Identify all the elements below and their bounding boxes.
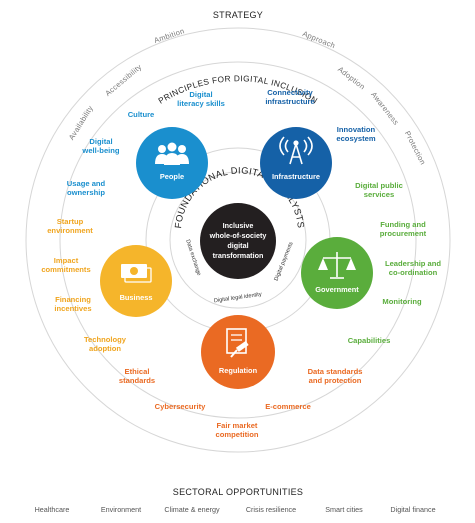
label-leadership-1: Leadership and bbox=[385, 259, 441, 268]
label-funding-1: Funding and bbox=[380, 220, 426, 229]
people-group-icon bbox=[155, 142, 189, 165]
label-connectivity-2: infrastructure bbox=[265, 97, 314, 106]
label-innovation-1: Innovation bbox=[337, 125, 376, 134]
label-connectivity-1: Connectivity bbox=[267, 88, 313, 97]
center-line-1: Inclusive bbox=[223, 221, 254, 230]
principle-ambition: Ambition bbox=[153, 26, 186, 45]
hub-label-business: Business bbox=[120, 293, 153, 302]
label-digital-literacy-1: Digital bbox=[189, 90, 212, 99]
center-circle bbox=[200, 203, 276, 279]
hub-regulation[interactable]: Regulation bbox=[201, 315, 275, 389]
hub-label-infrastructure: Infrastructure bbox=[272, 172, 320, 181]
label-data-standards-2: and protection bbox=[309, 376, 362, 385]
hub-label-people: People bbox=[160, 172, 184, 181]
label-leadership-2: co-ordination bbox=[389, 268, 438, 277]
hub-infrastructure[interactable]: Infrastructure bbox=[260, 127, 332, 199]
catalyst-digital-legal-identity: Digital legal identity bbox=[214, 292, 263, 305]
label-startup-1: Startup bbox=[57, 217, 84, 226]
hub-label-government: Government bbox=[315, 285, 359, 294]
sector-climate-energy: Climate & energy bbox=[164, 505, 220, 514]
label-capabilities: Capabilities bbox=[348, 336, 391, 345]
label-culture: Culture bbox=[128, 110, 155, 119]
label-financing-1: Financing bbox=[55, 295, 91, 304]
label-usage-ownership-1: Usage and bbox=[67, 179, 106, 188]
hub-government[interactable]: Government bbox=[301, 237, 373, 309]
label-monitoring: Monitoring bbox=[382, 297, 422, 306]
catalyst-data-exchange: Data exchange bbox=[184, 239, 201, 277]
label-startup-2: environment bbox=[47, 226, 93, 235]
label-digital-public-services-1: Digital public bbox=[355, 181, 403, 190]
label-impact-2: commitments bbox=[41, 265, 90, 274]
label-digital-literacy-2: literacy skills bbox=[177, 99, 225, 108]
label-cybersecurity: Cybersecurity bbox=[155, 402, 206, 411]
center-line-3: digital bbox=[227, 241, 248, 250]
label-technology-adoption-1: Technology bbox=[84, 335, 127, 344]
label-financing-2: incentives bbox=[54, 304, 91, 313]
outer-ring bbox=[25, 27, 451, 453]
cash-icon bbox=[121, 264, 152, 283]
sectoral-opportunities-title: SECTORAL OPPORTUNITIES bbox=[173, 487, 303, 497]
foundational-ring bbox=[169, 171, 307, 309]
antenna-tower-icon bbox=[279, 136, 313, 165]
label-digital-wellbeing-1: Digital bbox=[89, 137, 112, 146]
label-technology-adoption-2: adoption bbox=[89, 344, 121, 353]
label-fair-market-1: Fair market bbox=[217, 421, 258, 430]
document-gavel-icon bbox=[226, 328, 249, 358]
label-funding-2: procurement bbox=[380, 229, 427, 238]
label-digital-wellbeing-2: well-being bbox=[81, 146, 119, 155]
label-fair-market-2: competition bbox=[215, 430, 258, 439]
sector-crisis-resilience: Crisis resilience bbox=[246, 505, 296, 514]
label-innovation-2: ecosystem bbox=[336, 134, 376, 143]
sector-environment: Environment bbox=[101, 505, 141, 514]
hub-people[interactable]: People bbox=[136, 127, 208, 199]
sector-digital-finance: Digital finance bbox=[390, 505, 435, 514]
center-line-4: transformation bbox=[213, 251, 264, 260]
principles-ring bbox=[59, 61, 417, 419]
hub-business[interactable]: Business bbox=[100, 245, 172, 317]
strategy-title: STRATEGY bbox=[213, 10, 263, 20]
catalyst-digital-payments: Digital payments bbox=[274, 241, 295, 282]
label-ecommerce: E-commerce bbox=[265, 402, 311, 411]
sector-smart-cities: Smart cities bbox=[325, 505, 363, 514]
label-digital-public-services-2: services bbox=[364, 190, 394, 199]
principle-awareness: Awareness bbox=[369, 90, 401, 127]
principle-protection: Protection bbox=[403, 129, 428, 166]
center-line-2: whole-of-society bbox=[209, 231, 267, 240]
label-usage-ownership-2: ownership bbox=[67, 188, 105, 197]
label-ethical-1: Ethical bbox=[125, 367, 150, 376]
label-impact-1: Impact bbox=[54, 256, 79, 265]
hub-label-regulation: Regulation bbox=[219, 366, 258, 375]
label-data-standards-1: Data standards bbox=[308, 367, 363, 376]
sector-healthcare: Healthcare bbox=[35, 505, 70, 514]
label-ethical-2: standards bbox=[119, 376, 155, 385]
scales-icon bbox=[318, 252, 356, 279]
